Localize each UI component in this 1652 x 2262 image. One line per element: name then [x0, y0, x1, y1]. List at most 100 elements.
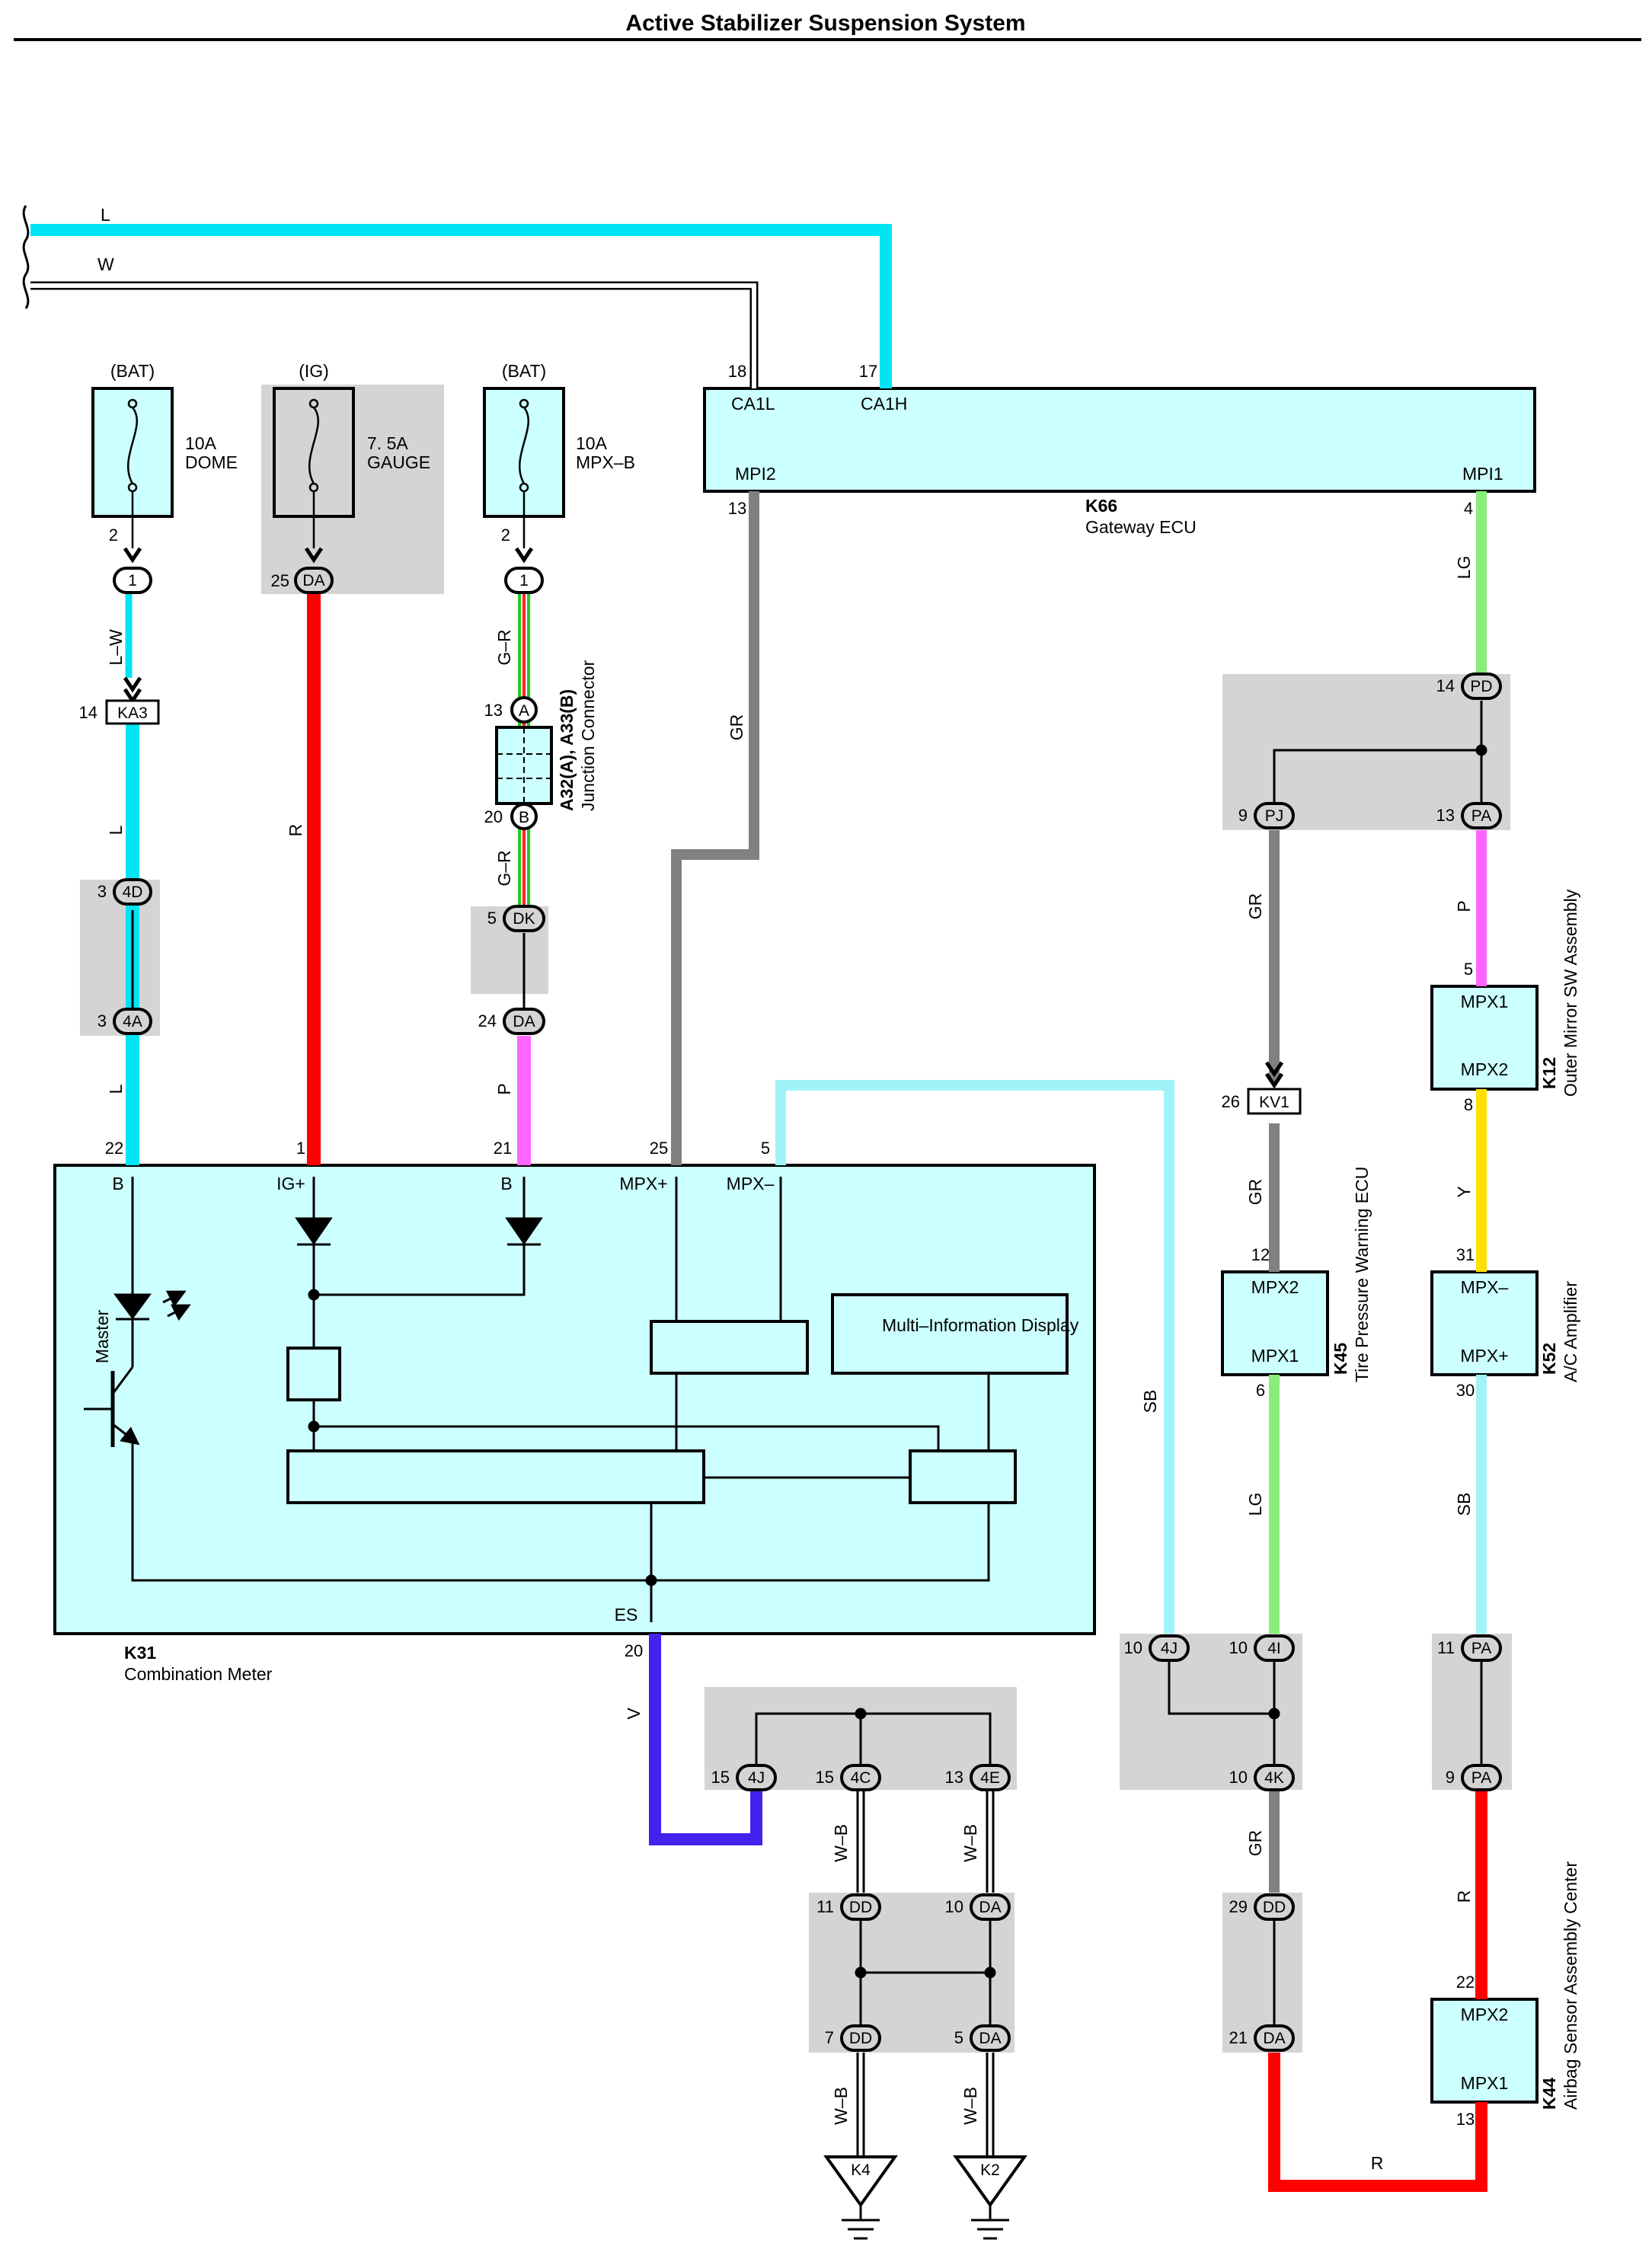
- wire-label-gr-mid: GR: [727, 714, 746, 741]
- wire-label-gr-top: G–R: [494, 629, 514, 665]
- svg-text:DA: DA: [513, 1013, 535, 1030]
- svg-text:10: 10: [1229, 1638, 1248, 1657]
- k31-pin-igp: IG+: [276, 1174, 305, 1193]
- svg-text:PA: PA: [1471, 807, 1491, 825]
- k31-pin-b1: B: [112, 1174, 123, 1193]
- fuse-dome-rating: 10A: [185, 433, 217, 453]
- svg-text:20: 20: [484, 807, 503, 826]
- svg-text:5: 5: [487, 909, 497, 928]
- wire-label-lw: L–W: [106, 629, 126, 666]
- k44-bottom: MPX1: [1461, 2073, 1509, 2093]
- k44-pin-top: 22: [1456, 1973, 1475, 1992]
- k52-name: A/C Amplifier: [1561, 1281, 1580, 1382]
- k66-pin-ca1l-num: 18: [728, 362, 746, 381]
- k52-top: MPX–: [1461, 1277, 1509, 1297]
- svg-text:14: 14: [79, 703, 97, 722]
- svg-text:DD: DD: [849, 2030, 872, 2047]
- svg-text:9: 9: [1446, 1768, 1455, 1787]
- fuse-gauge-rating: 7. 5A: [367, 433, 408, 453]
- svg-text:10: 10: [945, 1897, 963, 1916]
- svg-text:PA: PA: [1471, 1769, 1491, 1787]
- wire-label-p1: P: [494, 1083, 514, 1094]
- k66-pin-ca1l: CA1L: [731, 394, 775, 414]
- wire-label-l2: L: [106, 1084, 126, 1094]
- wire-label-r3: R: [1371, 2153, 1384, 2173]
- k66-pin-ca1h: CA1H: [861, 394, 907, 414]
- fuse-gauge-source: (IG): [299, 361, 329, 381]
- wire-label-r1: R: [286, 824, 305, 837]
- junction-links: [131, 701, 1487, 2026]
- svg-text:29: 29: [1229, 1897, 1248, 1916]
- svg-text:4J: 4J: [1161, 1640, 1177, 1657]
- k45-pin-bottom: 6: [1256, 1381, 1265, 1400]
- svg-text:DA: DA: [979, 1899, 1001, 1916]
- wire-label-r2: R: [1454, 1890, 1474, 1903]
- wire-label-sb1: SB: [1140, 1390, 1160, 1414]
- k66-name: Gateway ECU: [1085, 517, 1197, 537]
- svg-text:4K: 4K: [1264, 1769, 1284, 1787]
- connector-ka3: KA3 14: [79, 676, 160, 725]
- k45-name: Tire Pressure Warning ECU: [1352, 1167, 1372, 1382]
- svg-text:DA: DA: [979, 2030, 1001, 2047]
- svg-text:PD: PD: [1470, 678, 1492, 695]
- k12-pin-top: 5: [1464, 960, 1473, 979]
- fuse-gauge: [273, 387, 355, 548]
- svg-text:13: 13: [945, 1768, 963, 1787]
- wire-label-w-top: W: [97, 254, 114, 274]
- k45-pin-top: 12: [1251, 1245, 1270, 1264]
- k45-id: K45: [1331, 1343, 1350, 1375]
- svg-text:4C: 4C: [851, 1769, 871, 1787]
- svg-text:4J: 4J: [748, 1769, 765, 1787]
- k31-pin-igp-num: 1: [296, 1139, 305, 1158]
- svg-text:DA: DA: [1263, 2030, 1285, 2047]
- k44-id: K44: [1539, 2078, 1559, 2110]
- k52-pin-bottom: 30: [1456, 1381, 1475, 1400]
- svg-text:Junction Connector: Junction Connector: [578, 660, 598, 811]
- svg-text:26: 26: [1222, 1092, 1240, 1111]
- svg-text:11: 11: [816, 1897, 834, 1916]
- svg-text:11: 11: [1437, 1638, 1455, 1657]
- wire-label-y1: Y: [1454, 1186, 1474, 1197]
- svg-text:4E: 4E: [980, 1769, 1000, 1787]
- fuse-mpxb-name: MPX–B: [576, 452, 635, 472]
- fuse-outlets: 1 DA 1: [113, 547, 544, 594]
- svg-text:21: 21: [1229, 2028, 1248, 2047]
- fuse-mpxb-source: (BAT): [502, 361, 546, 381]
- svg-text:24: 24: [478, 1011, 497, 1030]
- k31-pin-mpxm: MPX–: [727, 1174, 775, 1193]
- k31-pin-es: ES: [615, 1605, 638, 1625]
- svg-text:PA: PA: [1471, 1640, 1491, 1657]
- svg-text:KV1: KV1: [1259, 1094, 1289, 1111]
- wire-label-sb2: SB: [1454, 1493, 1474, 1516]
- fuse-gauge-pin: 25: [271, 571, 289, 590]
- meter-internals: [84, 1177, 1069, 1622]
- page-title: Active Stabilizer Suspension System: [625, 11, 1025, 36]
- k52-id: K52: [1539, 1343, 1559, 1375]
- k66-id: K66: [1085, 496, 1117, 516]
- k66-pin-mpi1-num: 4: [1464, 499, 1473, 518]
- k31-pin-mpxm-num: 5: [761, 1139, 770, 1158]
- svg-text:15: 15: [711, 1768, 730, 1787]
- svg-text:1: 1: [128, 572, 137, 589]
- svg-text:5: 5: [954, 2028, 963, 2047]
- wire-label-lg-top: LG: [1454, 556, 1474, 580]
- wire-label-gr-4k: GR: [1245, 1830, 1265, 1857]
- svg-text:10: 10: [1229, 1768, 1248, 1787]
- k12-id: K12: [1539, 1057, 1559, 1089]
- k12-pin-bottom: 8: [1464, 1095, 1473, 1114]
- k31-name: Combination Meter: [124, 1664, 273, 1684]
- ground-k2: K2: [953, 2155, 1027, 2240]
- fuse-gauge-name: GAUGE: [367, 452, 430, 472]
- svg-text:B: B: [519, 809, 529, 826]
- svg-text:10: 10: [1124, 1638, 1142, 1657]
- connector-kv1: KV1 26: [1222, 1061, 1302, 1115]
- svg-text:4A: 4A: [123, 1013, 142, 1030]
- k31-pin-mpxp: MPX+: [619, 1174, 667, 1193]
- svg-text:7: 7: [825, 2028, 834, 2047]
- k45-top: MPX2: [1251, 1277, 1299, 1297]
- k44-top: MPX2: [1461, 2005, 1509, 2024]
- k12-name: Outer Mirror SW Assembly: [1561, 889, 1580, 1097]
- fuse-dome-pin: 2: [109, 526, 118, 545]
- svg-text:DD: DD: [849, 1899, 872, 1916]
